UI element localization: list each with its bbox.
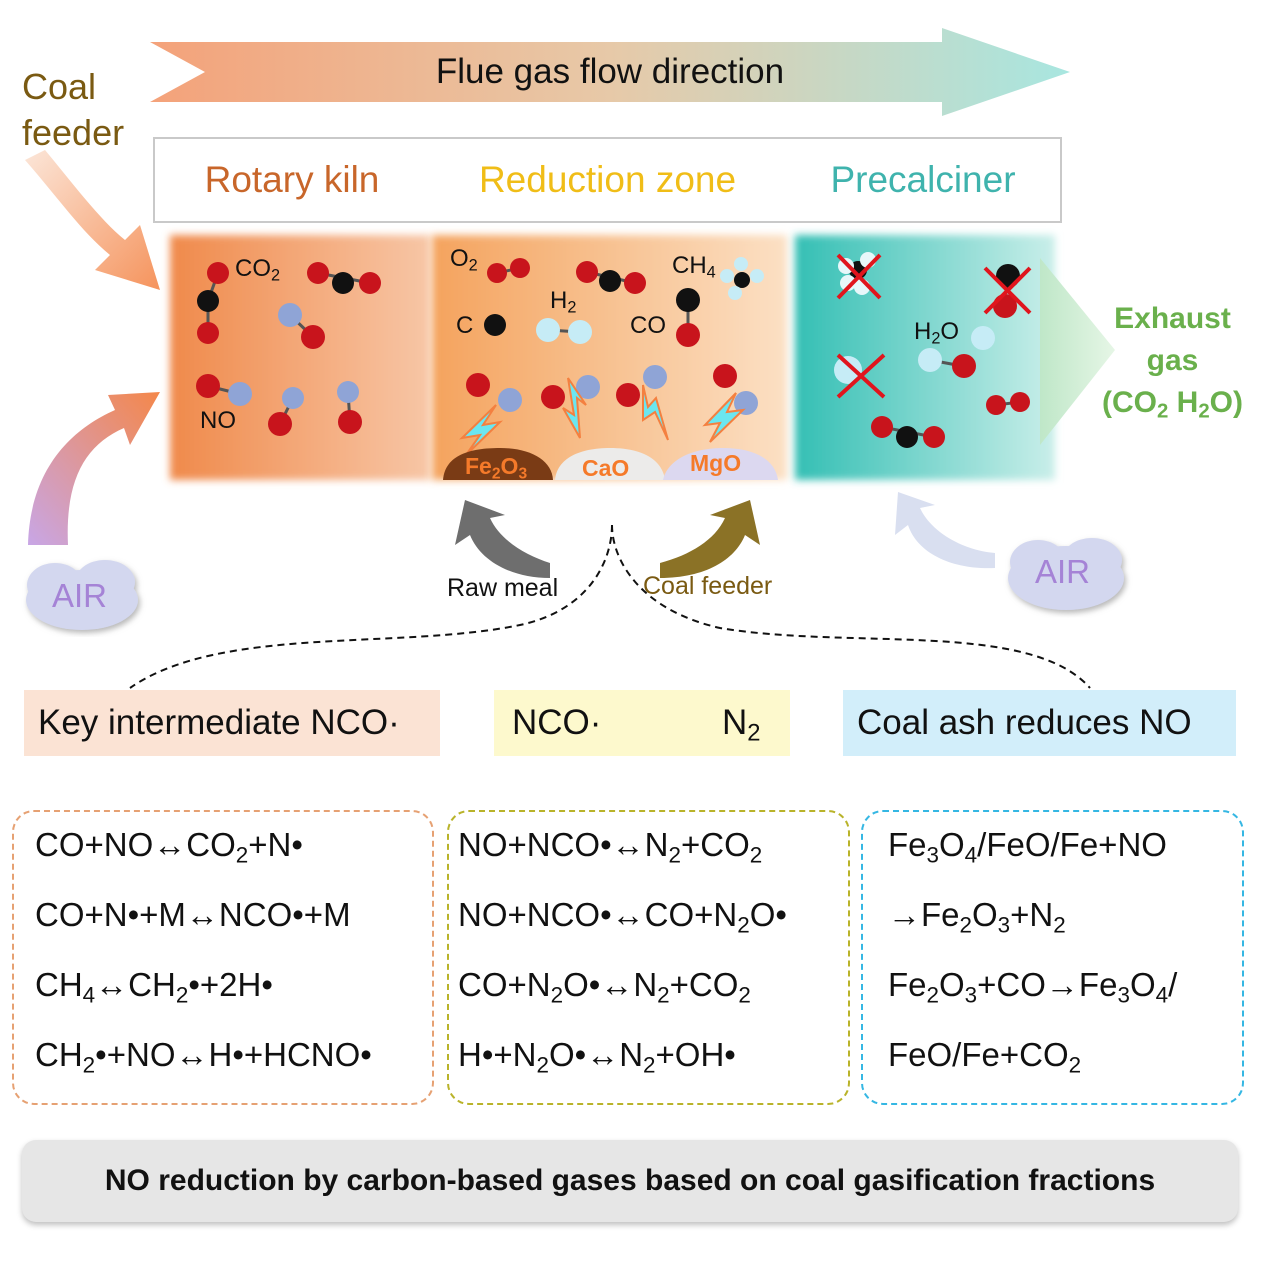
equations-box-left — [12, 810, 434, 1105]
eq-left-4: CH2•+NO↔H•+HCNO• — [35, 1036, 372, 1078]
zone-header-reduction-zone: Reduction zone — [429, 137, 788, 223]
eq-right-4: FeO/Fe+CO2 — [888, 1036, 1082, 1078]
cao-catalyst — [555, 448, 665, 480]
chip-nco-n2: NCO· N2 — [494, 690, 790, 756]
air-label-left: AIR — [52, 577, 108, 614]
reduction-zone-molecules — [443, 257, 778, 480]
co2-label: CO2 — [235, 255, 281, 285]
chip-nco: NCO· — [512, 703, 602, 742]
eq-right-3: Fe2O3+CO→Fe3O4/ — [888, 966, 1178, 1008]
cao-label: CaO — [582, 455, 630, 481]
eq-left-1: CO+NO↔CO2+N• — [35, 826, 303, 868]
eq-left-2: CO+N•+M↔NCO•+M — [35, 896, 351, 933]
chip-coal-ash: Coal ash reduces NO — [843, 690, 1236, 756]
flow-direction-arrow — [150, 28, 1070, 116]
eq-mid-2: NO+NCO•↔CO+N2O• — [458, 896, 787, 938]
exhaust-gas-label: Exhaust gas (CO2 H2O) — [1090, 298, 1255, 424]
equations-box-middle — [447, 810, 850, 1105]
eq-mid-3: CO+N2O•↔N2+CO2 — [458, 966, 751, 1008]
o2-label: O2 — [450, 245, 478, 275]
h2o-label: H2O — [914, 318, 960, 348]
zone-header-rotary-kiln: Rotary kiln — [153, 137, 431, 223]
rotary-kiln-molecules — [196, 262, 381, 436]
c-label: C — [456, 312, 474, 339]
zone-header-precalciner: Precalciner — [786, 137, 1062, 223]
coal-feeder-arrow — [25, 150, 160, 290]
h2-label: H2 — [550, 287, 577, 317]
equations-box-right — [861, 810, 1244, 1105]
precalciner-molecules — [834, 252, 1032, 448]
air-label-right: AIR — [1035, 553, 1091, 590]
dashed-connector-right — [611, 524, 1091, 689]
exhaust-arrow — [1040, 258, 1115, 445]
eq-right-2: →Fe2O3+N2 — [888, 896, 1066, 938]
exhaust-line1: Exhaust — [1114, 302, 1231, 335]
raw-meal-arrow — [455, 500, 550, 578]
coal-feeder-arrow-lower — [660, 500, 760, 578]
eq-right-1: Fe3O4/FeO/Fe+NO — [888, 826, 1167, 868]
coal-feeder-line1: Coal — [22, 66, 97, 107]
air-arrow-right — [895, 492, 995, 569]
co-label: CO — [630, 312, 666, 339]
coal-feeder-label: Coal feeder — [22, 64, 124, 156]
footer-caption: NO reduction by carbon-based gases based… — [22, 1140, 1238, 1222]
air-cloud-right — [1008, 538, 1124, 610]
exhaust-line3: (CO2 H2O) — [1101, 386, 1243, 423]
eq-mid-4: H•+N2O•↔N2+OH• — [458, 1036, 736, 1078]
fe2o3-label: Fe2O3 — [465, 453, 528, 483]
dashed-connector-left — [129, 524, 613, 689]
mgo-label: MgO — [690, 450, 742, 476]
chip-key-intermediate: Key intermediate NCO· — [24, 690, 440, 756]
raw-meal-label: Raw meal — [447, 574, 559, 602]
air-cloud-left — [26, 560, 138, 630]
eq-left-3: CH4↔CH2•+2H• — [35, 966, 273, 1008]
coal-feeder-line2: feeder — [22, 112, 125, 153]
coal-feeder-input-label: Coal feeder — [643, 572, 773, 600]
flow-direction-label: Flue gas flow direction — [435, 52, 785, 91]
air-inlet-arrow-left — [28, 392, 160, 545]
mgo-catalyst — [663, 448, 778, 480]
fe2o3-catalyst — [443, 448, 553, 480]
chip-n2: N2 — [722, 703, 761, 747]
ch4-label: CH4 — [672, 252, 716, 282]
no-label: NO — [200, 407, 236, 434]
exhaust-line2: gas — [1146, 344, 1199, 377]
eq-mid-1: NO+NCO•↔N2+CO2 — [458, 826, 763, 868]
